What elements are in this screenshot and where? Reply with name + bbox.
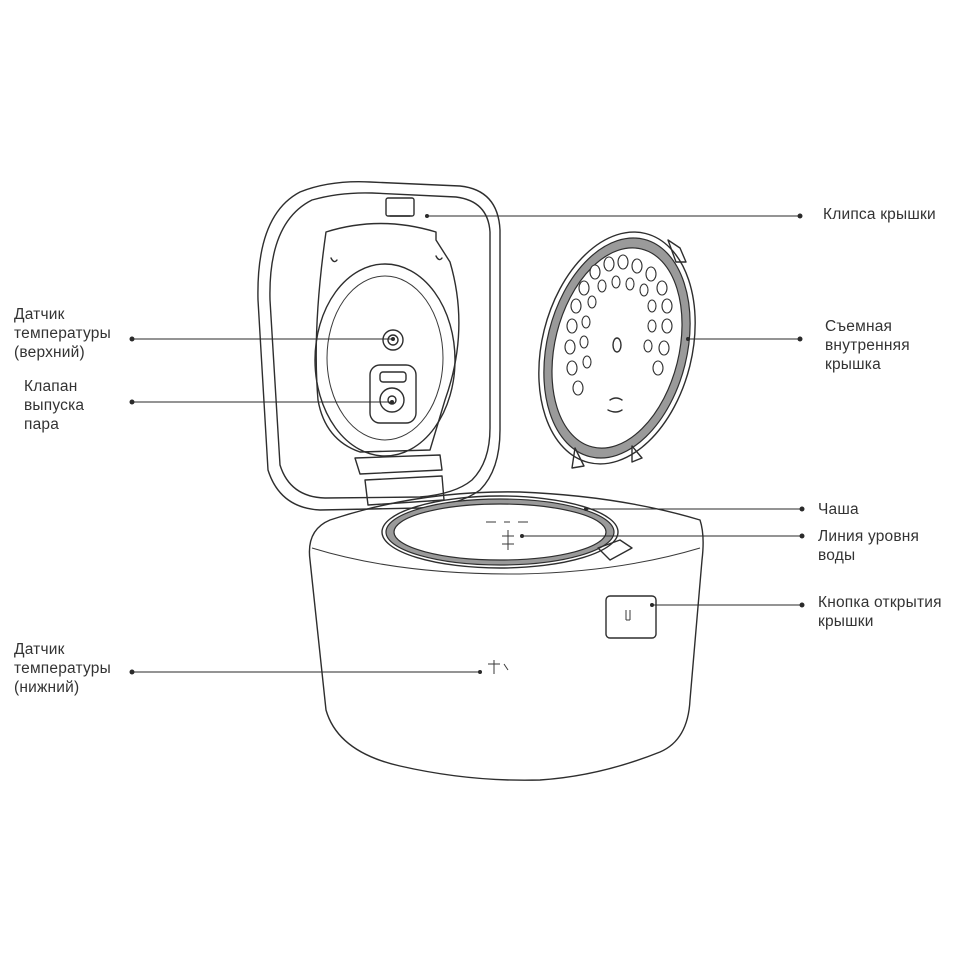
leader-lines bbox=[129, 213, 805, 675]
label-water-level-line: Линия уровня воды bbox=[818, 528, 920, 564]
lid-holes bbox=[564, 254, 673, 396]
cooker-body bbox=[308, 491, 704, 781]
label-temp-sensor-top: Датчик температуры (верхний) bbox=[14, 306, 111, 361]
water-level-marks bbox=[486, 521, 528, 550]
label-steam-valve: Клапан выпуска пара bbox=[24, 378, 85, 433]
label-temp-sensor-bottom: Датчик температуры (нижний) bbox=[14, 641, 111, 696]
label-removable-inner-lid: Съемная внутренняя крышка bbox=[825, 318, 910, 373]
removable-inner-lid bbox=[538, 231, 696, 469]
label-lid-open-button: Кнопка открытия крышки bbox=[818, 594, 942, 630]
label-bowl: Чаша bbox=[818, 501, 859, 518]
label-lid-clip: Клипса крышки bbox=[823, 206, 936, 223]
open-lid bbox=[257, 181, 501, 511]
